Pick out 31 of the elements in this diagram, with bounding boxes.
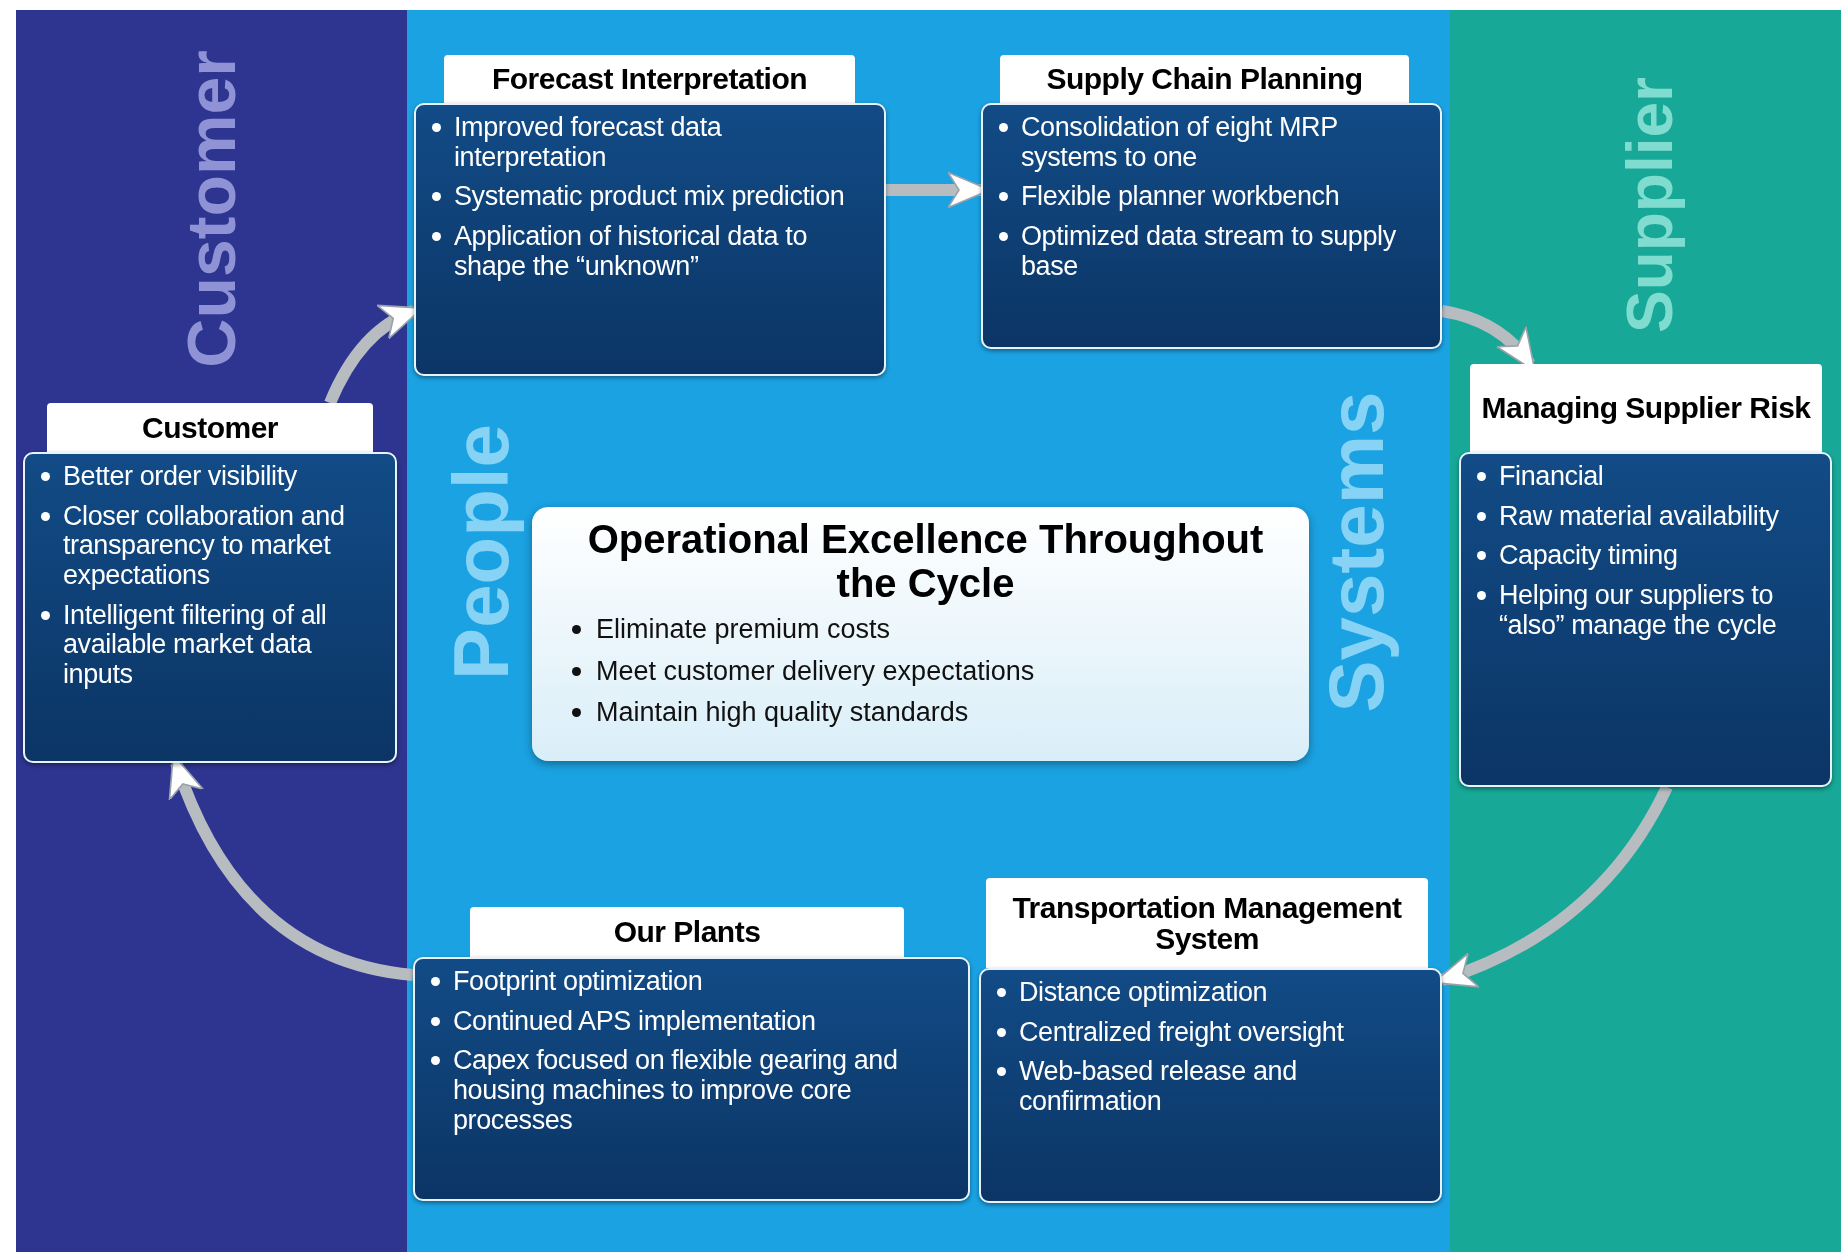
summary-panel — [532, 507, 1309, 761]
bullet-item: Capacity timing — [1475, 541, 1820, 572]
bullet-item: Centralized freight oversight — [995, 1017, 1430, 1048]
bullet-item: Financial — [1475, 462, 1820, 492]
bullet-item: Web-based release and confirmation — [995, 1057, 1430, 1117]
bullet-item: Intelligent filtering of all available market data inputs — [39, 600, 385, 690]
bullet-item: Improved forecast data interpretation — [430, 113, 874, 173]
bullet-item: Closer collaboration and transparency to market expectations — [39, 501, 385, 591]
card-header: Managing Supplier Risk — [1470, 364, 1822, 452]
panel-title: Operational Excellence Throughout the Cycle — [586, 517, 1265, 605]
bullet-item: Continued APS implementation — [429, 1006, 958, 1037]
card-header: Our Plants — [470, 907, 904, 957]
bullet-item: Optimized data stream to supply base — [997, 222, 1430, 282]
bullet-item: Systematic product mix prediction — [430, 182, 874, 213]
bullet-item: Application of historical data to shape the “unknown” — [430, 222, 874, 282]
bullet-item: Consolidation of eight MRP systems to one — [997, 113, 1430, 173]
bullet-item: Meet customer delivery expectations — [572, 656, 1279, 687]
card-header: Forecast Interpretation — [444, 55, 855, 103]
bullet-item: Distance optimization — [995, 978, 1430, 1008]
bullet-item: Flexible planner workbench — [997, 182, 1430, 213]
bullet-item: Helping our suppliers to “also” manage the cycle — [1475, 581, 1820, 641]
bullet-item: Eliminate premium costs — [572, 615, 1279, 645]
band-label: Customer — [177, 50, 245, 368]
bullet-item: Maintain high quality standards — [572, 698, 1279, 729]
card-header: Customer — [47, 403, 373, 452]
card-header: Transportation Management System — [986, 878, 1428, 968]
bullet-item: Raw material availability — [1475, 501, 1820, 532]
card-header: Supply Chain Planning — [1000, 55, 1409, 103]
bullet-item: Footprint optimization — [429, 967, 958, 997]
bullet-item: Capex focused on flexible gearing and housing machines to improve core processes — [429, 1046, 958, 1136]
bullet-item: Better order visibility — [39, 462, 385, 492]
